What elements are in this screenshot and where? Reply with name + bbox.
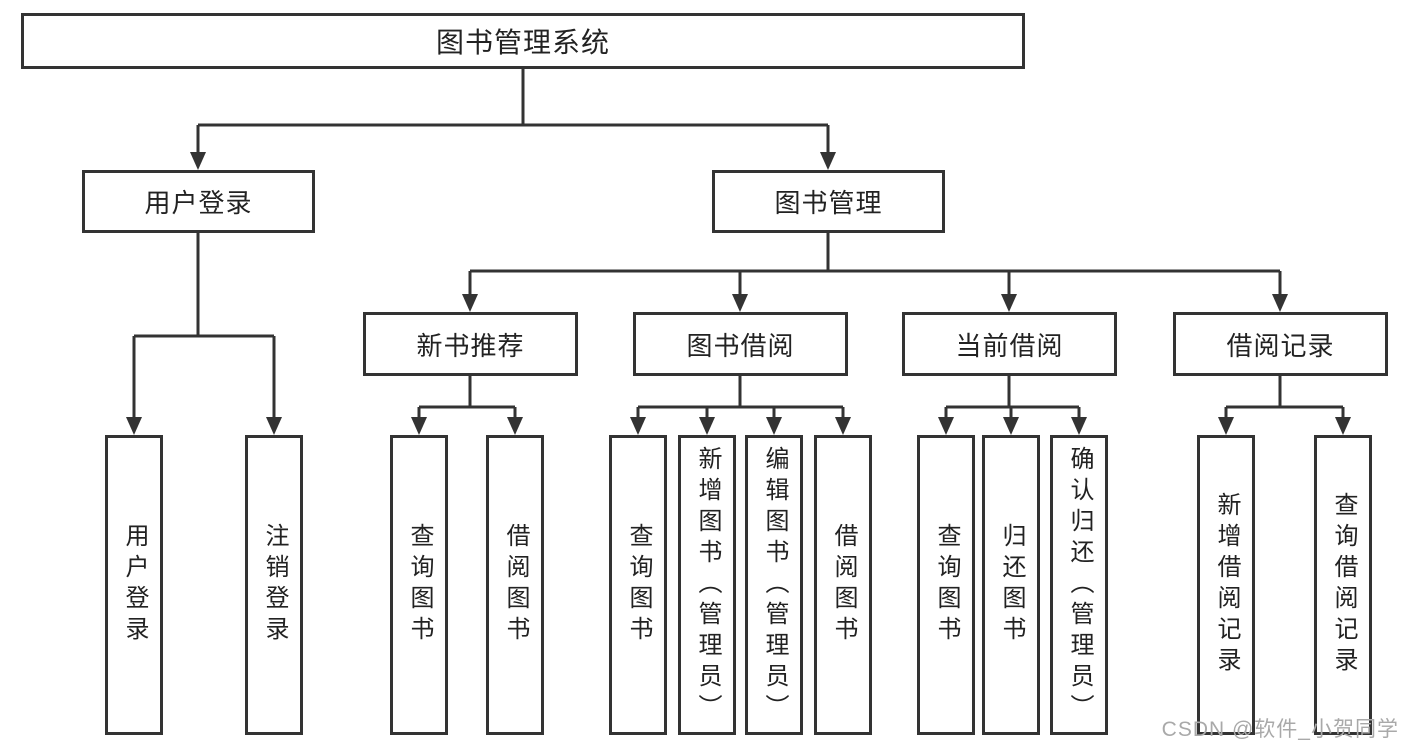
connector-book-borrow-children <box>630 376 851 435</box>
node-user-login-module: 用户登录 <box>82 170 315 233</box>
leaf-borrow-books-borrow: 借阅图书 <box>814 435 872 735</box>
connector-borrow-record-children <box>1218 376 1351 435</box>
node-current-borrow: 当前借阅 <box>902 312 1117 376</box>
connector-root-to-level2 <box>190 69 836 170</box>
leaf-query-books-current: 查询图书 <box>917 435 975 735</box>
node-new-book-recommend: 新书推荐 <box>363 312 578 376</box>
node-book-management: 图书管理 <box>712 170 945 233</box>
connector-book-management-to-level3 <box>462 233 1288 312</box>
node-book-borrow: 图书借阅 <box>633 312 848 376</box>
node-borrow-record: 借阅记录 <box>1173 312 1388 376</box>
connector-user-login-children <box>126 233 282 435</box>
leaf-query-books-borrow: 查询图书 <box>609 435 667 735</box>
leaf-edit-book-admin: 编辑图书（管理员） <box>745 435 803 735</box>
connector-current-borrow-children <box>938 376 1087 435</box>
leaf-add-book-admin: 新增图书（管理员） <box>678 435 736 735</box>
leaf-borrow-books-recommend: 借阅图书 <box>486 435 544 735</box>
leaf-return-book: 归还图书 <box>982 435 1040 735</box>
leaf-query-books-recommend: 查询图书 <box>390 435 448 735</box>
node-library-system: 图书管理系统 <box>21 13 1025 69</box>
leaf-user-login: 用户登录 <box>105 435 163 735</box>
leaf-query-borrow-record: 查询借阅记录 <box>1314 435 1372 735</box>
watermark: CSDN @软件_小贺同学 <box>1161 718 1399 741</box>
connector-new-book-recommend-children <box>411 376 523 435</box>
leaf-confirm-return-admin: 确认归还（管理员） <box>1050 435 1108 735</box>
leaf-logout-login: 注销登录 <box>245 435 303 735</box>
leaf-add-borrow-record: 新增借阅记录 <box>1197 435 1255 735</box>
